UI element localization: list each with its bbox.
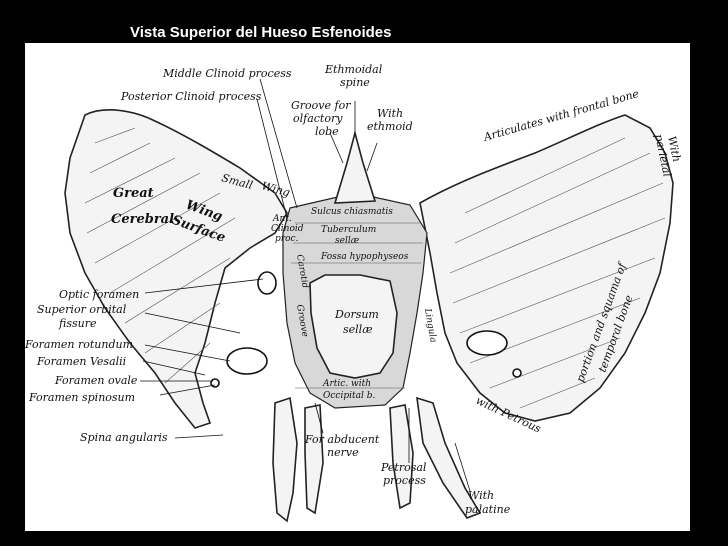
foramen-spinosum-hole-right [512,368,522,378]
right-great-wing [419,114,674,422]
dorsum-sellae-shape [309,274,398,379]
foramen-ovale-hole-right [466,330,508,356]
label-artic-occipital-2: Occipital b. [323,391,375,401]
label-groove-3: lobe [315,125,339,138]
label-abducent-1: For abducent [304,433,380,446]
label-tuberculum-2: sellæ [335,236,360,246]
label-with-parietal-1: With [665,135,683,163]
label-foramen-vesalii: Foramen Vesalii [36,355,126,368]
label-great: Great [113,186,154,201]
label-ant-clinoid-3: proc. [275,234,299,244]
label-palatine-2: palatine [465,503,511,516]
label-optic-foramen: Optic foramen [59,288,139,301]
label-spina-angularis: Spina angularis [80,431,168,444]
label-ethmoidal-spine-1: Ethmoidal [324,63,383,76]
label-dorsum-1: Dorsum [334,308,379,321]
label-middle-clinoid: Middle Clinoid process [162,67,292,80]
label-ant-clinoid-2: Clinoid [271,224,304,234]
label-superior-orbital-2: fissure [58,317,97,330]
sphenoid-drawing: Middle Clinoid process Posterior Clinoid… [25,63,683,523]
right-pterygoid-2 [389,404,414,510]
label-posterior-clinoid: Posterior Clinoid process [120,90,262,103]
label-artic-occipital-1: Artic. with [322,379,371,389]
label-foramen-spinosum: Foramen spinosum [28,391,135,404]
label-groove-2: olfactory [293,112,343,125]
label-palatine-1: With [468,489,494,502]
sphenoid-illustration: Middle Clinoid process Posterior Clinoid… [25,43,690,531]
label-fossa: Fossa hypophyseos [320,252,409,262]
ethmoidal-spine [333,129,377,204]
label-foramen-ovale: Foramen ovale [54,374,138,387]
label-ethmoidal-spine-2: spine [340,76,370,89]
right-pterygoid [416,396,482,519]
label-with-ethmoid-2: ethmoid [367,120,413,133]
slide-title: Vista Superior del Hueso Esfenoides [130,24,392,41]
label-dorsum-2: sellæ [343,323,373,336]
leader-lines [140,78,471,492]
label-with-ethmoid-1: With [377,107,403,120]
label-groove-1: Groove for [291,99,351,112]
shading-lines [84,127,666,409]
left-pterygoid [272,396,298,523]
left-pterygoid-2 [304,404,324,515]
label-cerebral: Cerebral [111,212,174,227]
label-lingula: Lingula [422,307,438,344]
label-superior-orbital-1: Superior orbital [37,303,127,316]
foramen-rotundum-hole [226,347,268,375]
label-abducent-2: nerve [327,446,359,459]
label-petrosal-2: process [383,474,426,487]
label-petrosal-1: Petrosal [380,461,427,474]
left-great-wing [64,109,288,429]
label-ant-clinoid-1: Ant. [272,214,292,224]
label-tuberculum-1: Tuberculum [321,225,376,235]
label-foramen-rotundum: Foramen rotundum [25,338,133,351]
label-sulcus: Sulcus chiasmatis [311,207,393,217]
optic-foramen-hole [257,271,277,295]
